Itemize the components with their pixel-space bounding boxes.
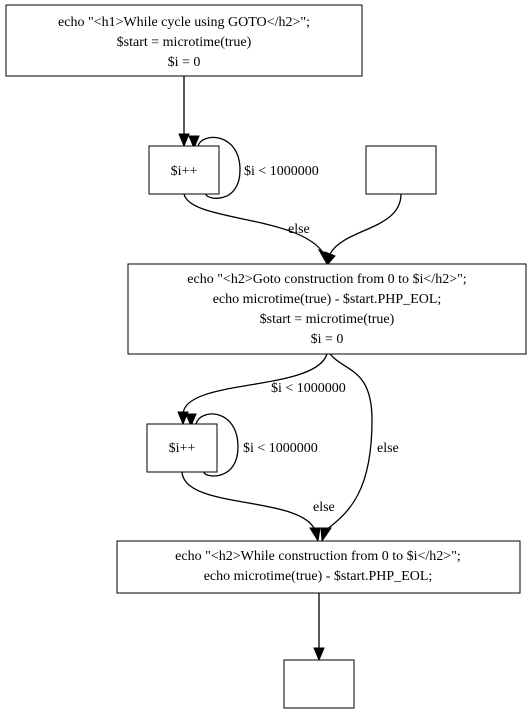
node-goto-line-1: echo "<h2>Goto construction from 0 to $i…	[187, 272, 466, 287]
node-start-line-3: $i = 0	[168, 55, 201, 70]
edge-start-to-inc1	[178, 76, 190, 148]
edge-while-to-end	[313, 593, 325, 662]
node-start-line-1: echo "<h1>While cycle using GOTO</h2>";	[58, 15, 310, 30]
node-while-line-1: echo "<h2>While construction from 0 to $…	[175, 549, 461, 564]
edge-inc2-to-while: else	[181, 470, 335, 543]
node-empty-1	[365, 145, 437, 195]
node-start: echo "<h1>While cycle using GOTO</h2>"; …	[5, 4, 363, 77]
node-while: echo "<h2>While construction from 0 to $…	[116, 540, 521, 594]
node-inc2: $i++	[146, 423, 218, 473]
node-inc2-line-1: $i++	[169, 441, 196, 456]
edge-label-inc2-else: else	[313, 500, 335, 515]
edge-label-goto-else: else	[377, 441, 399, 456]
edge-label-goto-cond: $i < 1000000	[271, 381, 346, 396]
edge-goto-to-inc2: $i < 1000000	[177, 353, 346, 426]
node-goto: echo "<h2>Goto construction from 0 to $i…	[127, 263, 527, 355]
edge-label-inc1-loop: $i < 1000000	[244, 164, 319, 179]
edge-label-inc1-else: else	[288, 222, 310, 237]
edge-inc1-to-goto: else	[183, 193, 330, 266]
edge-goto-to-while: else	[320, 353, 399, 543]
node-goto-line-2: echo microtime(true) - $start.PHP_EOL;	[213, 292, 442, 307]
node-inc1: $i++	[148, 145, 220, 195]
node-goto-line-4: $i = 0	[311, 332, 344, 347]
edge-inc2-loop: $i < 1000000	[185, 413, 318, 477]
node-inc1-line-1: $i++	[171, 164, 198, 179]
edge-label-inc2-loop: $i < 1000000	[243, 441, 318, 456]
node-goto-line-3: $start = microtime(true)	[260, 312, 395, 327]
node-end	[283, 659, 355, 709]
node-start-line-2: $start = microtime(true)	[117, 35, 252, 50]
node-while-line-2: echo microtime(true) - $start.PHP_EOL;	[204, 569, 433, 584]
edge-inc1-loop: $i < 1000000	[188, 135, 319, 199]
edge-empty1-to-goto	[324, 193, 402, 266]
